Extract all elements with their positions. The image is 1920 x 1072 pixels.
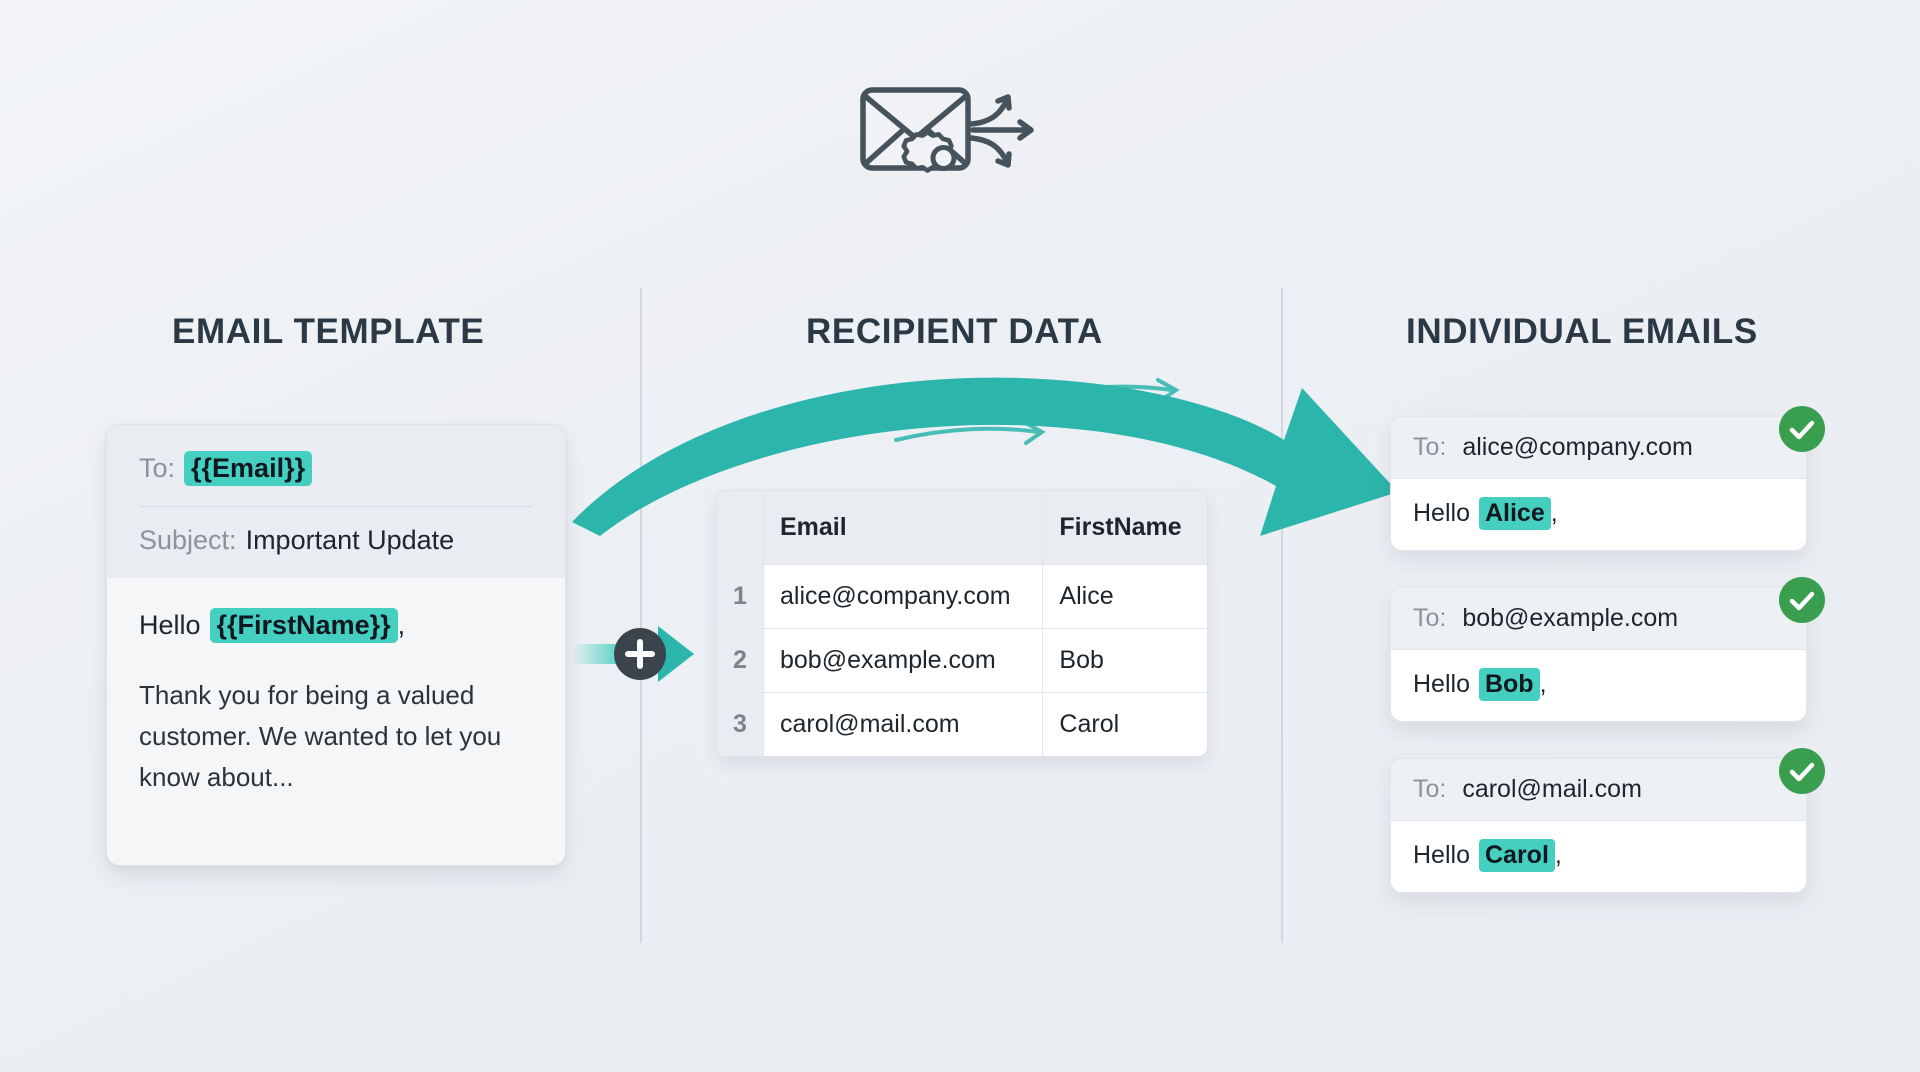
column-title-individual-emails: INDIVIDUAL EMAILS	[1406, 312, 1758, 351]
row-firstname: Bob	[1042, 628, 1207, 693]
template-to-row: To: {{Email}}	[139, 451, 533, 486]
row-email: carol@mail.com	[763, 692, 1044, 756]
check-circle-icon	[1779, 748, 1825, 794]
output-email-to-value: alice@company.com	[1462, 433, 1693, 461]
output-email-to-row: To: bob@example.com	[1391, 588, 1806, 650]
envelope-gear-distribute-icon	[855, 78, 1065, 196]
table-header-firstname: FirstName	[1042, 491, 1207, 565]
template-body: Hello {{FirstName}} , Thank you for bein…	[107, 578, 565, 798]
row-firstname: Carol	[1059, 710, 1120, 738]
row-index: 2	[717, 628, 764, 693]
output-email-to-label: To:	[1413, 604, 1447, 632]
output-email-body: Hello Bob ,	[1391, 650, 1806, 721]
column-divider-right	[1281, 288, 1283, 943]
output-email-body: Hello Carol ,	[1391, 821, 1806, 892]
output-email-greeting-label: Hello	[1413, 841, 1470, 869]
output-email-comma: ,	[1554, 841, 1562, 869]
template-email-token: {{Email}}	[184, 451, 313, 486]
output-email-card: To: alice@company.com Hello Alice ,	[1390, 416, 1807, 551]
output-email-greeting-label: Hello	[1413, 499, 1470, 527]
output-email-name: Alice	[1478, 497, 1551, 530]
row-index: 1	[717, 564, 764, 629]
table-header-email: Email	[763, 491, 1044, 565]
output-email-body: Hello Alice ,	[1391, 479, 1806, 550]
output-email-to-row: To: carol@mail.com	[1391, 759, 1806, 821]
template-header: To: {{Email}} Subject: Important Update	[107, 425, 565, 578]
output-email-to-label: To:	[1413, 433, 1447, 461]
template-header-rule	[139, 506, 533, 507]
template-subject-label: Subject:	[139, 525, 237, 555]
output-email-to-row: To: alice@company.com	[1391, 417, 1806, 479]
plus-merge-icon	[572, 608, 712, 700]
template-greeting-row: Hello {{FirstName}} ,	[139, 608, 533, 643]
template-subject-row: Subject: Important Update	[139, 525, 533, 556]
template-greeting-comma: ,	[397, 610, 406, 640]
table-row: 3 carol@mail.com Carol	[717, 692, 1207, 756]
output-email-name: Bob	[1478, 668, 1540, 701]
row-index: 3	[717, 692, 764, 756]
template-body-text: Thank you for being a valued customer. W…	[139, 680, 502, 792]
output-email-comma: ,	[1539, 670, 1547, 698]
table-header-row: Email FirstName	[717, 491, 1207, 565]
output-email-greeting-label: Hello	[1413, 670, 1470, 698]
curved-merge-arrow-icon	[560, 340, 1410, 540]
template-firstname-token: {{FirstName}}	[209, 608, 398, 643]
output-email-to-value: bob@example.com	[1462, 604, 1679, 632]
check-circle-icon	[1779, 406, 1825, 452]
output-email-card: To: carol@mail.com Hello Carol ,	[1390, 758, 1807, 893]
column-title-email-template: EMAIL TEMPLATE	[172, 312, 485, 351]
output-email-comma: ,	[1550, 499, 1558, 527]
row-firstname: Alice	[1042, 564, 1207, 629]
row-email: alice@company.com	[763, 564, 1044, 629]
row-email: bob@example.com	[763, 628, 1044, 693]
template-greeting-label: Hello	[139, 610, 201, 640]
output-email-to-label: To:	[1413, 775, 1447, 803]
column-title-recipient-data: RECIPIENT DATA	[806, 312, 1103, 351]
column-divider-left	[640, 288, 642, 943]
table-row: 1 alice@company.com Alice	[717, 564, 1207, 629]
template-subject-value: Important Update	[245, 525, 455, 555]
output-email-to-value: carol@mail.com	[1462, 775, 1642, 803]
table-row: 2 bob@example.com Bob	[717, 628, 1207, 693]
output-email-card: To: bob@example.com Hello Bob ,	[1390, 587, 1807, 722]
check-circle-icon	[1779, 577, 1825, 623]
table-header-index	[717, 491, 764, 565]
template-to-label: To:	[139, 453, 176, 483]
email-template-card: To: {{Email}} Subject: Important Update …	[106, 424, 566, 866]
recipient-data-table: Email FirstName 1 alice@company.com Alic…	[716, 490, 1208, 757]
output-email-name: Carol	[1478, 839, 1555, 872]
